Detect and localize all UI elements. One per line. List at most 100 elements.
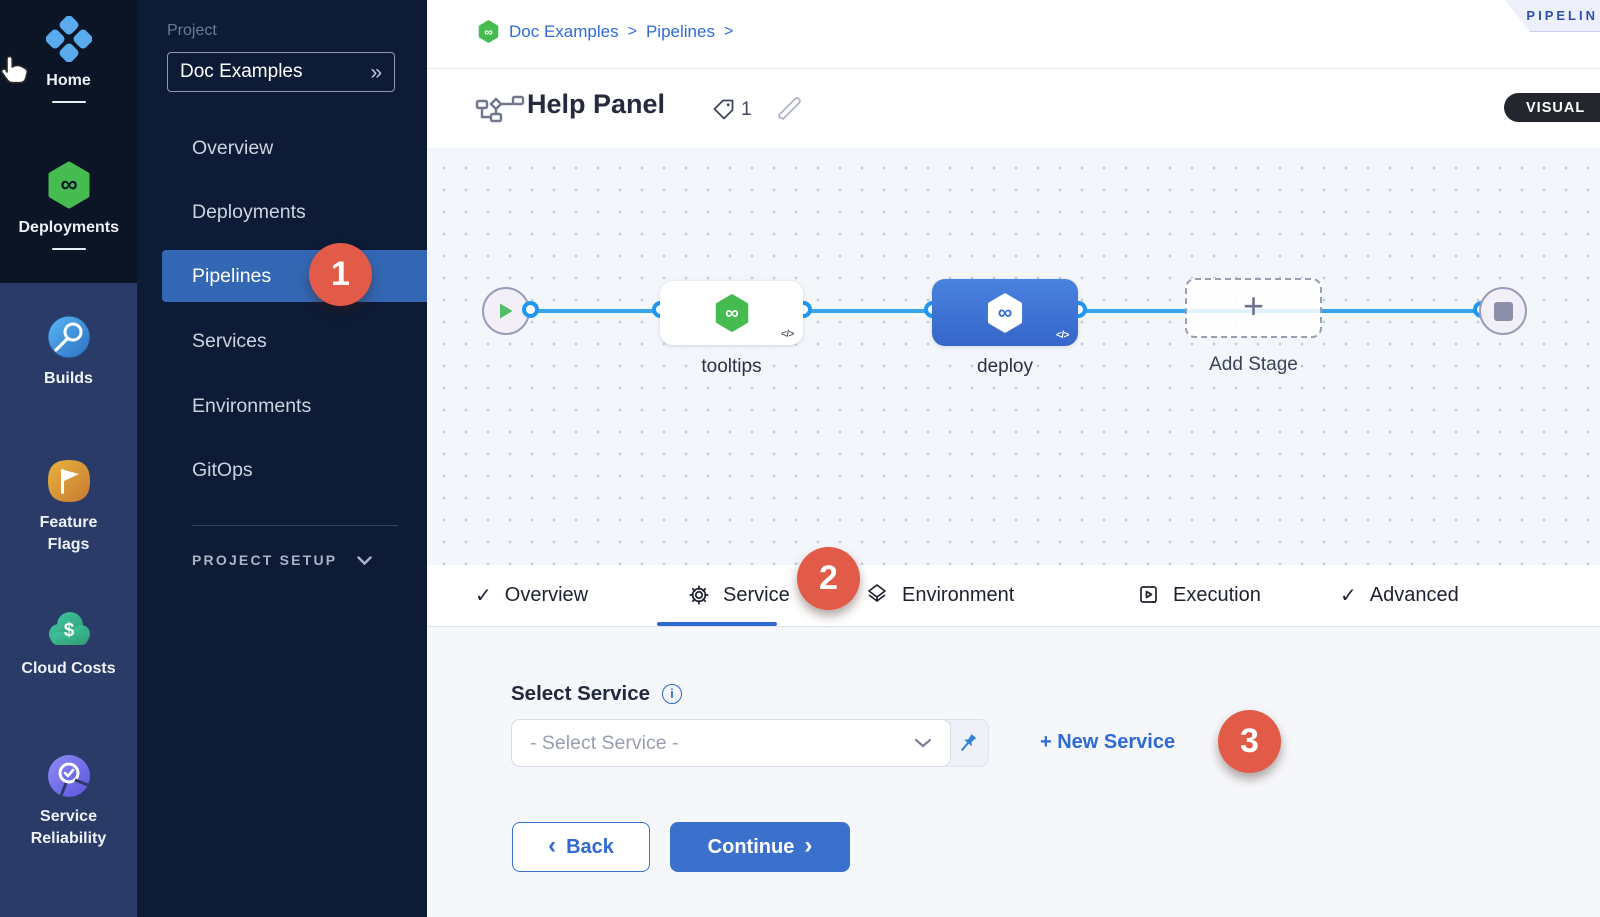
environment-icon xyxy=(868,584,886,602)
main-content: ∞ Doc Examples > Pipelines > PIPELIN Hel… xyxy=(427,0,1600,917)
continue-button[interactable]: Continue › xyxy=(670,822,850,872)
stage-label: deploy xyxy=(977,356,1033,377)
home-icon xyxy=(45,16,92,62)
breadcrumb-separator-icon: > xyxy=(627,22,637,40)
sidebar-item-services[interactable]: Services xyxy=(137,315,427,367)
pipeline-icon xyxy=(475,95,525,123)
sidebar-item-pipelines[interactable]: Pipelines xyxy=(162,250,427,302)
tab-label: Service xyxy=(723,583,790,606)
rail-item-deployments[interactable]: ∞ Deployments xyxy=(0,161,137,250)
select-service-label: Select Service xyxy=(511,682,651,705)
active-tab-underline xyxy=(657,622,777,626)
service-select-placeholder: - Select Service - xyxy=(530,731,679,754)
pin-button[interactable] xyxy=(948,720,988,766)
rail-item-label: Home xyxy=(46,72,91,89)
service-config-panel: Select Service i - Select Service - + Ne… xyxy=(427,627,1600,917)
select-service-label-row: Select Service i xyxy=(511,682,683,706)
stop-icon xyxy=(1493,301,1513,321)
pipeline-studio-ribbon-label: PIPELIN xyxy=(1526,8,1598,23)
header-divider xyxy=(427,68,1600,69)
edit-pencil-icon[interactable] xyxy=(775,95,803,123)
annotation-step-1: 1 xyxy=(309,243,372,306)
info-glyph: i xyxy=(670,687,674,701)
cloud-costs-icon: $ xyxy=(48,612,90,645)
chevron-left-icon: ‹ xyxy=(548,831,557,859)
plus-icon: + xyxy=(1242,284,1265,326)
sidebar-item-environments[interactable]: Environments xyxy=(137,380,427,432)
tab-overview[interactable]: ✓ Overview xyxy=(475,565,588,625)
service-dropdown-group: - Select Service - xyxy=(511,719,989,767)
service-select-dropdown[interactable]: - Select Service - xyxy=(511,719,951,767)
connector-dot[interactable] xyxy=(522,301,539,318)
stage-node-tooltips[interactable]: ∞ </> xyxy=(660,281,803,345)
sidebar-item-label: Overview xyxy=(192,136,274,159)
tags-indicator[interactable]: 1 xyxy=(711,97,752,122)
stage-code-icon: </> xyxy=(1056,330,1069,341)
double-chevron-icon[interactable]: » xyxy=(370,60,382,84)
svg-text:∞: ∞ xyxy=(60,171,77,198)
tag-icon xyxy=(713,99,734,120)
pipeline-canvas[interactable]: ∞ </> tooltips ∞ </> deploy + Add Stage xyxy=(427,148,1600,565)
sidebar-item-label: GitOps xyxy=(192,458,253,481)
sidebar-divider xyxy=(192,525,398,526)
gear-icon xyxy=(689,585,709,605)
breadcrumb-link-pipelines[interactable]: Pipelines xyxy=(645,21,715,41)
stage-node-deploy[interactable]: ∞ </> xyxy=(932,279,1078,346)
stage-harness-icon: ∞ xyxy=(715,294,748,332)
rail-item-label: Deployments xyxy=(18,219,119,236)
service-reliability-icon xyxy=(47,755,90,797)
svg-text:$: $ xyxy=(63,620,74,641)
tab-advanced[interactable]: ✓ Advanced xyxy=(1340,565,1459,625)
tab-execution[interactable]: Execution xyxy=(1138,565,1261,625)
sidebar-item-label: Services xyxy=(192,329,267,352)
project-section-label: Project xyxy=(167,22,217,39)
sidebar-item-overview[interactable]: Overview xyxy=(137,122,427,174)
sidebar-item-gitops[interactable]: GitOps xyxy=(137,444,427,496)
svg-text:∞: ∞ xyxy=(725,303,739,324)
deployments-icon: ∞ xyxy=(48,161,89,209)
check-icon: ✓ xyxy=(475,584,492,607)
rail-item-builds[interactable]: Builds xyxy=(0,314,137,390)
annotation-step-3: 3 xyxy=(1218,710,1281,773)
tab-label: Advanced xyxy=(1369,583,1459,606)
pin-icon xyxy=(961,734,977,751)
add-stage-label: Add Stage xyxy=(1209,354,1298,375)
info-icon[interactable]: i xyxy=(662,684,683,704)
rail-item-home[interactable]: Home xyxy=(0,16,137,103)
rail-item-label: Cloud Costs xyxy=(21,660,116,677)
tab-environment[interactable]: Environment xyxy=(865,565,1014,625)
rail-item-label: Feature Flags xyxy=(39,514,98,553)
rail-item-label: Service Reliability xyxy=(30,808,107,847)
rail-underline xyxy=(51,247,86,250)
tag-count: 1 xyxy=(741,98,752,120)
project-name: Doc Examples xyxy=(180,61,303,82)
breadcrumb-link-project[interactable]: Doc Examples xyxy=(509,21,619,41)
tab-label: Execution xyxy=(1173,583,1261,606)
stage-harness-icon: ∞ xyxy=(987,292,1023,333)
svg-text:∞: ∞ xyxy=(484,25,493,39)
stage-label: tooltips xyxy=(701,356,762,377)
title-row: Help Panel 1 VISUAL xyxy=(427,69,1600,148)
play-icon xyxy=(500,303,513,319)
pipeline-end-node xyxy=(1479,287,1527,335)
harness-project-icon: ∞ xyxy=(478,20,499,43)
project-setup-label: PROJECT SETUP xyxy=(192,552,338,568)
rail-underline xyxy=(51,100,86,103)
tab-label: Environment xyxy=(902,583,1015,606)
check-icon: ✓ xyxy=(1340,584,1357,607)
sidebar-item-deployments[interactable]: Deployments xyxy=(137,186,427,238)
new-service-link[interactable]: + New Service xyxy=(1040,731,1176,753)
back-button[interactable]: ‹ Back xyxy=(512,822,650,872)
annotation-step-2: 2 xyxy=(797,547,860,610)
tab-service[interactable]: Service xyxy=(688,565,790,625)
back-button-label: Back xyxy=(566,835,614,858)
rail-item-cloud-costs[interactable]: $ Cloud Costs xyxy=(0,608,137,680)
rail-item-service-reliability[interactable]: Service Reliability xyxy=(0,754,137,849)
add-stage-button[interactable]: + xyxy=(1185,278,1322,338)
visual-yaml-toggle[interactable]: VISUAL xyxy=(1504,93,1600,122)
project-selector[interactable]: Doc Examples » xyxy=(167,52,395,92)
sidebar-item-label: Deployments xyxy=(192,200,306,223)
chevron-right-icon: › xyxy=(804,831,813,859)
project-setup-toggle[interactable]: PROJECT SETUP xyxy=(192,552,402,568)
rail-item-feature-flags[interactable]: Feature Flags xyxy=(0,458,137,555)
